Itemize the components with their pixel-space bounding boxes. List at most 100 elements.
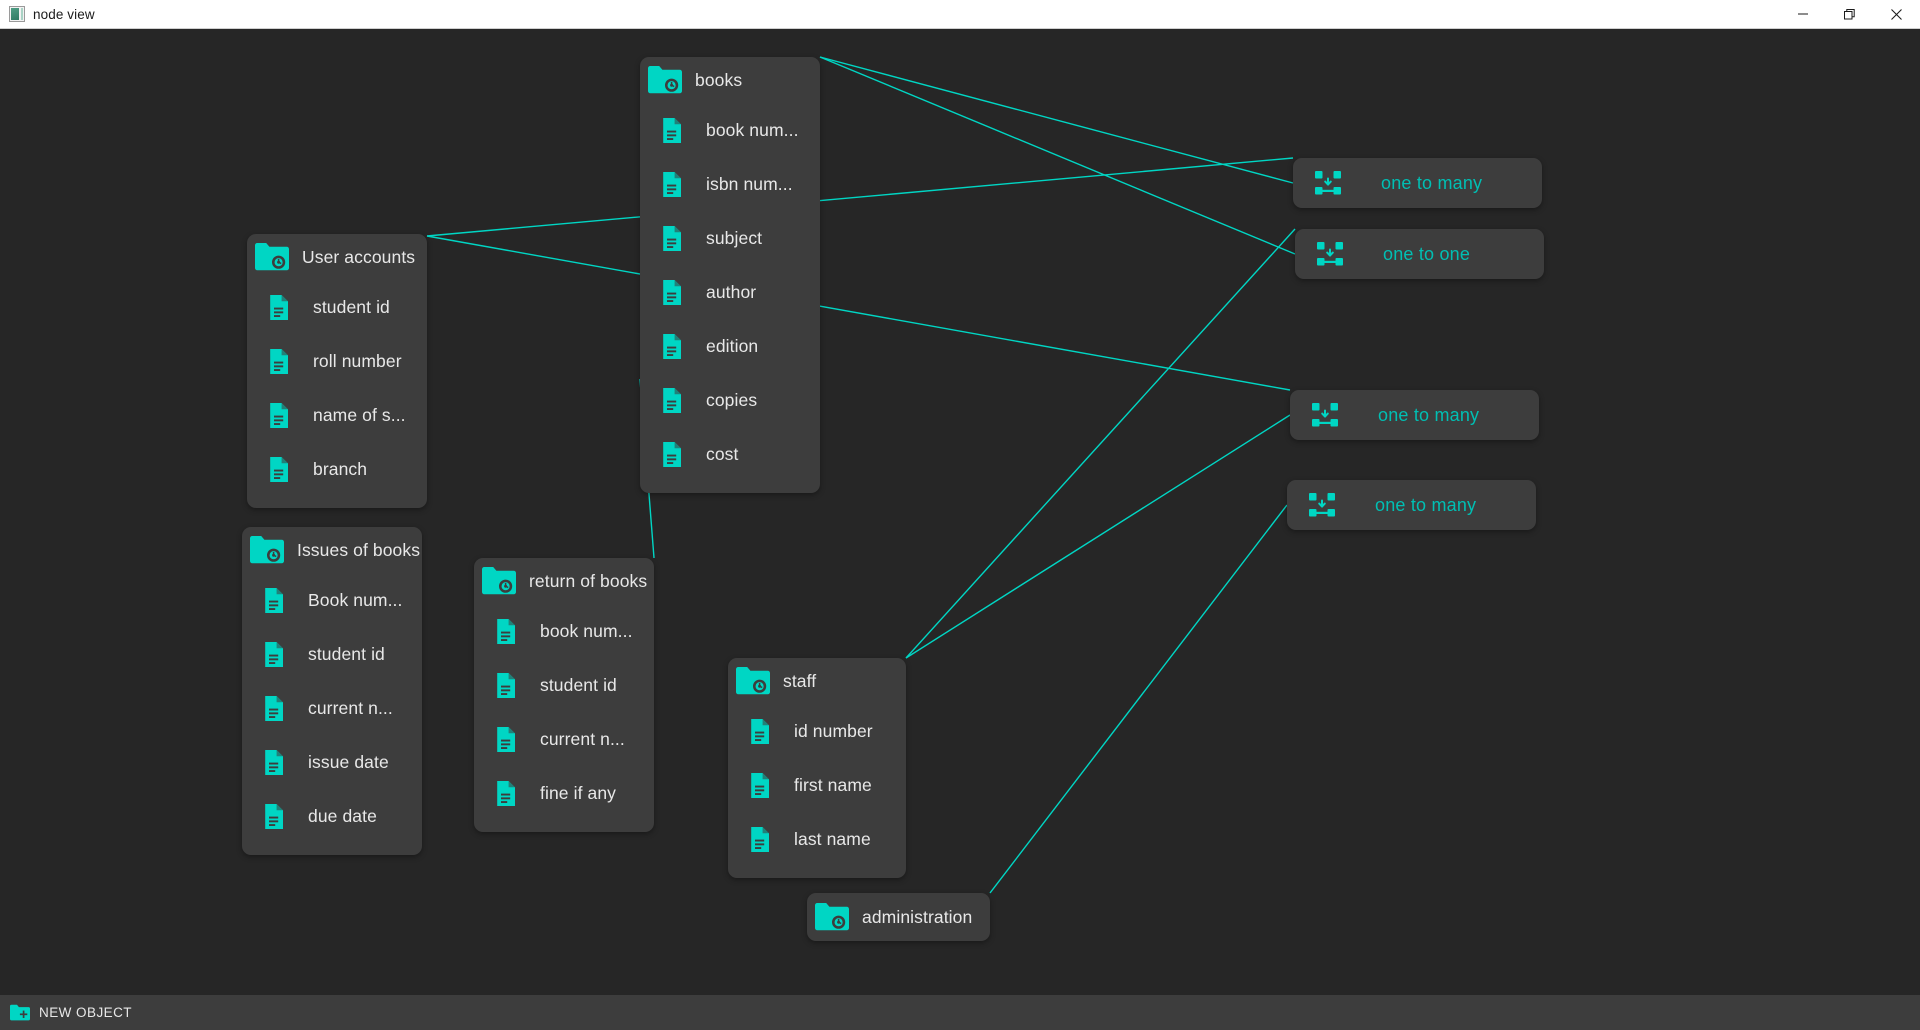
minimize-icon (1797, 13, 1808, 15)
edge-user-accounts-to-rel-1 (426, 157, 1294, 237)
entity-field-label: first name (794, 774, 872, 795)
folder-plus-icon (10, 1004, 30, 1021)
edge-books-to-rel-1 (819, 56, 1294, 184)
entity-field-row[interactable]: book num... (474, 604, 654, 658)
entity-node-user-accounts[interactable]: User accounts student id roll number nam… (247, 234, 427, 508)
window-controls (1779, 0, 1920, 29)
edge-staff-to-rel-3 (905, 414, 1291, 659)
document-icon (270, 456, 288, 482)
entity-node-return-of-books[interactable]: return of books book num... student id c… (474, 558, 654, 832)
folder-clock-icon (815, 903, 849, 931)
entity-field-row[interactable]: last name (728, 812, 906, 866)
entity-field-label: cost (706, 443, 739, 464)
document-icon (751, 826, 769, 852)
entity-field-label: issue date (308, 751, 389, 772)
entity-field-row[interactable]: due date (242, 789, 422, 843)
entity-field-row[interactable]: student id (474, 658, 654, 712)
entity-node-header[interactable]: administration (807, 893, 990, 941)
entity-field-row[interactable]: name of s... (247, 388, 427, 442)
entity-field-row[interactable]: branch (247, 442, 427, 496)
status-bar: NEW OBJECT (0, 995, 1920, 1030)
app-window-icon (9, 6, 25, 22)
entity-field-label: branch (313, 458, 368, 479)
entity-field-label: author (706, 281, 757, 302)
entity-field-label: student id (313, 296, 390, 317)
one-to-many-icon (1309, 493, 1335, 517)
new-object-button[interactable]: NEW OBJECT (0, 1000, 142, 1025)
entity-field-label: due date (308, 805, 377, 826)
entity-field-label: roll number (313, 350, 402, 371)
entity-node-staff[interactable]: staff id number first name last name (728, 658, 906, 878)
entity-field-row[interactable]: current n... (242, 681, 422, 735)
entity-field-label: fine if any (540, 782, 617, 803)
edge-staff-to-rel-2 (905, 228, 1296, 659)
entity-field-row[interactable]: current n... (474, 712, 654, 766)
entity-node-header[interactable]: Issues of books (242, 527, 422, 573)
one-to-many-icon (1317, 242, 1343, 266)
node-graph-canvas[interactable]: books book num... isbn num... subject (0, 29, 1920, 995)
folder-clock-icon (648, 66, 682, 94)
entity-field-label: edition (706, 335, 759, 356)
entity-node-administration[interactable]: administration (807, 893, 990, 941)
entity-field-label: Book num... (308, 589, 403, 610)
entity-node-books[interactable]: books book num... isbn num... subject (640, 57, 820, 493)
entity-field-label: current n... (540, 728, 625, 749)
document-icon (270, 294, 288, 320)
document-icon (265, 695, 283, 721)
document-icon (265, 803, 283, 829)
entity-field-row[interactable]: first name (728, 758, 906, 812)
entity-field-label: id number (794, 720, 873, 741)
entity-field-row[interactable]: roll number (247, 334, 427, 388)
minimize-button[interactable] (1779, 0, 1826, 29)
edge-administration-to-rel-4 (989, 504, 1288, 894)
close-icon (1891, 8, 1902, 20)
window-title: node view (33, 6, 95, 22)
entity-node-header[interactable]: return of books (474, 558, 654, 604)
relationship-node-rel-4[interactable]: one to many (1287, 480, 1536, 530)
document-icon (663, 279, 681, 305)
entity-field-row[interactable]: cost (640, 427, 820, 481)
entity-node-title: User accounts (302, 246, 416, 267)
entity-field-label: copies (706, 389, 758, 410)
document-icon (265, 641, 283, 667)
entity-field-label: current n... (308, 697, 393, 718)
entity-field-row[interactable]: student id (247, 280, 427, 334)
document-icon (663, 225, 681, 251)
maximize-button[interactable] (1826, 0, 1873, 29)
entity-field-row[interactable]: edition (640, 319, 820, 373)
relationship-label: one to one (1383, 243, 1471, 264)
entity-field-row[interactable]: book num... (640, 103, 820, 157)
relationship-label: one to many (1375, 494, 1477, 515)
entity-field-row[interactable]: subject (640, 211, 820, 265)
one-to-many-icon (1312, 403, 1338, 427)
entity-field-row[interactable]: issue date (242, 735, 422, 789)
entity-field-row[interactable]: fine if any (474, 766, 654, 820)
entity-node-header[interactable]: staff (728, 658, 906, 704)
new-object-label: NEW OBJECT (39, 1005, 133, 1020)
entity-node-header[interactable]: User accounts (247, 234, 427, 280)
relationship-label: one to many (1381, 172, 1483, 193)
entity-field-row[interactable]: isbn num... (640, 157, 820, 211)
entity-field-row[interactable]: copies (640, 373, 820, 427)
close-button[interactable] (1873, 0, 1920, 29)
document-icon (265, 587, 283, 613)
entity-node-title: staff (783, 670, 817, 691)
document-icon (497, 618, 515, 644)
entity-field-row[interactable]: id number (728, 704, 906, 758)
relationship-node-rel-1[interactable]: one to many (1293, 158, 1542, 208)
entity-field-label: student id (308, 643, 385, 664)
entity-field-row[interactable]: author (640, 265, 820, 319)
edge-books-to-rel-2 (819, 56, 1296, 255)
document-icon (270, 402, 288, 428)
entity-node-header[interactable]: books (640, 57, 820, 103)
relationship-node-rel-2[interactable]: one to one (1295, 229, 1544, 279)
relationship-node-rel-3[interactable]: one to many (1290, 390, 1539, 440)
entity-node-title: Issues of books (297, 539, 421, 560)
entity-node-title: books (695, 69, 743, 90)
entity-field-label: name of s... (313, 404, 406, 425)
folder-clock-icon (250, 536, 284, 564)
entity-node-issues-of-books[interactable]: Issues of books Book num... student id c… (242, 527, 422, 855)
entity-field-row[interactable]: student id (242, 627, 422, 681)
entity-field-row[interactable]: Book num... (242, 573, 422, 627)
entity-field-label: subject (706, 227, 763, 248)
